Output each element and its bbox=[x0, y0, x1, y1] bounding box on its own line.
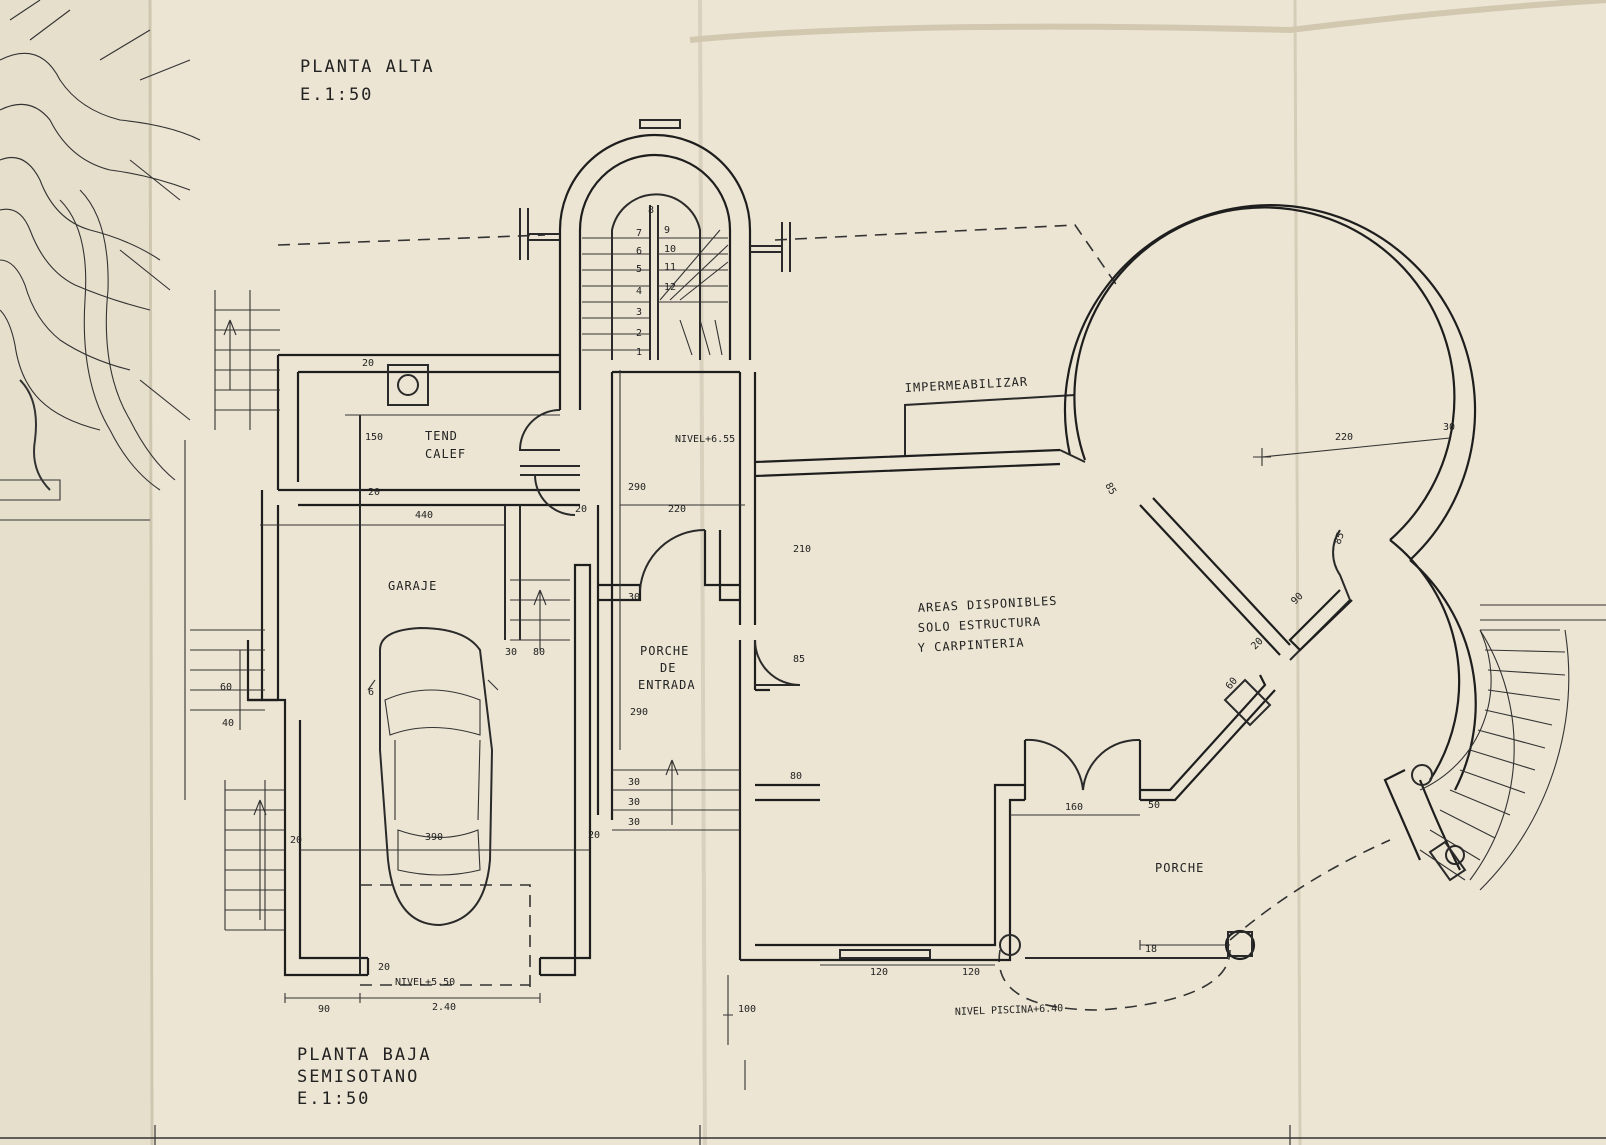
svg-text:4: 4 bbox=[636, 286, 642, 297]
svg-text:6: 6 bbox=[636, 246, 642, 257]
svg-text:2: 2 bbox=[636, 328, 642, 339]
label-areas-2: SOLO ESTRUCTURA bbox=[917, 615, 1041, 635]
upper-plan-scale: E.1:50 bbox=[300, 85, 373, 105]
lower-plan-title-1: PLANTA BAJA bbox=[297, 1045, 432, 1065]
svg-text:85: 85 bbox=[1332, 531, 1346, 546]
svg-text:20: 20 bbox=[588, 830, 600, 841]
svg-text:20: 20 bbox=[378, 962, 390, 973]
svg-text:220: 220 bbox=[668, 504, 686, 515]
fold-line-left bbox=[148, 0, 154, 1145]
svg-text:290: 290 bbox=[630, 707, 648, 718]
stair-step-numbers: 8 7 6 5 4 3 2 1 9 10 11 12 bbox=[636, 205, 676, 358]
svg-text:120: 120 bbox=[962, 967, 980, 978]
svg-text:20: 20 bbox=[362, 358, 374, 369]
level-stair: NIVEL+6.55 bbox=[675, 434, 735, 445]
svg-text:100: 100 bbox=[738, 1004, 756, 1015]
svg-text:80: 80 bbox=[533, 647, 545, 658]
svg-text:50: 50 bbox=[1148, 800, 1160, 811]
svg-text:90: 90 bbox=[318, 1004, 330, 1015]
level-piscina: NIVEL PISCINA+6.40 bbox=[955, 1003, 1064, 1018]
svg-text:30: 30 bbox=[628, 777, 640, 788]
svg-text:5: 5 bbox=[636, 264, 642, 275]
svg-text:1: 1 bbox=[636, 347, 642, 358]
svg-text:11: 11 bbox=[664, 262, 676, 273]
car-symbol bbox=[367, 626, 499, 927]
svg-text:2.40: 2.40 bbox=[432, 1002, 456, 1013]
upper-floor-dashed-outline bbox=[277, 224, 1391, 1011]
svg-text:20: 20 bbox=[290, 835, 302, 846]
fold-crease-top bbox=[689, 0, 1606, 43]
svg-text:12: 12 bbox=[664, 282, 676, 293]
svg-text:80: 80 bbox=[790, 771, 802, 782]
svg-text:20: 20 bbox=[575, 504, 587, 515]
svg-text:85: 85 bbox=[1102, 481, 1118, 497]
svg-text:390: 390 bbox=[425, 832, 443, 843]
svg-text:440: 440 bbox=[415, 510, 433, 521]
label-tend: TEND bbox=[425, 429, 458, 443]
left-fold-panel bbox=[0, 0, 150, 1145]
site-topography bbox=[0, 0, 201, 521]
dimension-texts: 150 20 20 440 290 220 20 210 30 30 80 85… bbox=[220, 358, 1455, 1015]
svg-text:30: 30 bbox=[505, 647, 517, 658]
fold-line-right bbox=[1293, 0, 1302, 1145]
dimension-lines bbox=[235, 504, 1230, 1090]
label-porche-entrada-1: PORCHE bbox=[640, 644, 689, 658]
label-porche-entrada-3: ENTRADA bbox=[638, 678, 696, 692]
label-areas-3: Y CARPINTERIA bbox=[917, 635, 1025, 655]
svg-text:30: 30 bbox=[628, 592, 640, 603]
svg-text:150: 150 bbox=[365, 432, 383, 443]
svg-text:6: 6 bbox=[368, 687, 374, 698]
stair-tower bbox=[519, 119, 791, 410]
svg-text:290: 290 bbox=[628, 482, 646, 493]
svg-text:160: 160 bbox=[1065, 802, 1083, 813]
label-porche-entrada-2: DE bbox=[660, 661, 676, 675]
lower-plan-scale: E.1:50 bbox=[297, 1089, 370, 1109]
main-walls bbox=[184, 290, 1291, 977]
svg-text:7: 7 bbox=[636, 228, 642, 239]
svg-text:30: 30 bbox=[628, 797, 640, 808]
round-room bbox=[999, 204, 1606, 961]
svg-text:60: 60 bbox=[220, 682, 232, 693]
svg-text:10: 10 bbox=[664, 244, 676, 255]
sheet-border-ticks bbox=[154, 1125, 1291, 1145]
label-calef: CALEF bbox=[425, 447, 466, 461]
label-impermeabilizar: IMPERMEABILIZAR bbox=[904, 375, 1028, 395]
label-porche: PORCHE bbox=[1155, 861, 1204, 875]
lower-plan-title-2: SEMISOTANO bbox=[297, 1067, 419, 1087]
fold-line-center bbox=[698, 0, 707, 1145]
svg-text:3: 3 bbox=[636, 307, 642, 318]
svg-text:30: 30 bbox=[628, 817, 640, 828]
svg-text:85: 85 bbox=[793, 654, 805, 665]
upper-plan-title: PLANTA ALTA bbox=[300, 57, 435, 77]
svg-text:8: 8 bbox=[648, 205, 654, 216]
svg-text:120: 120 bbox=[870, 967, 888, 978]
label-garaje: GARAJE bbox=[388, 579, 437, 593]
svg-text:220: 220 bbox=[1335, 432, 1353, 443]
svg-text:20: 20 bbox=[368, 487, 380, 498]
svg-text:40: 40 bbox=[222, 718, 234, 729]
svg-text:18: 18 bbox=[1145, 944, 1157, 955]
level-garage: NIVEL+5.50 bbox=[395, 977, 455, 988]
svg-text:30: 30 bbox=[1443, 422, 1455, 433]
svg-text:9: 9 bbox=[664, 225, 670, 236]
svg-text:210: 210 bbox=[793, 544, 811, 555]
